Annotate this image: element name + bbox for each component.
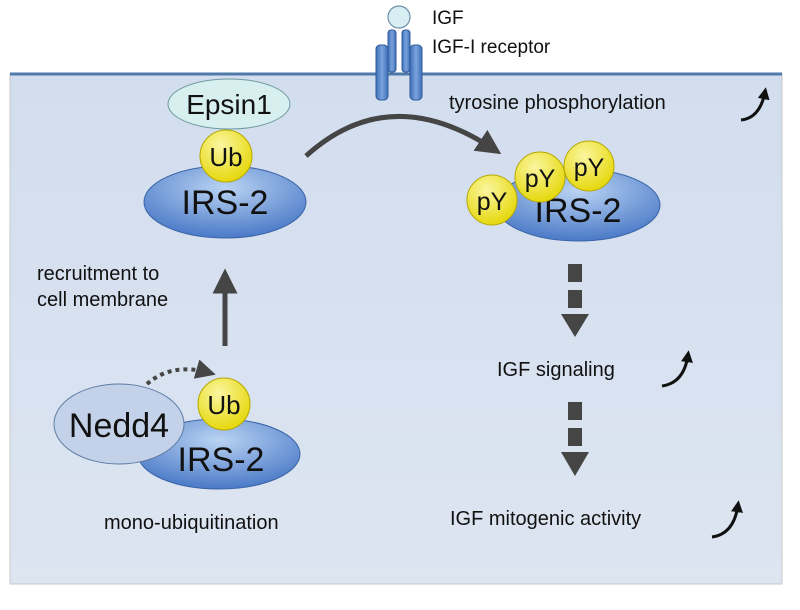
increase-arrow-icon: [711, 500, 743, 539]
epsin1-label: Epsin1: [186, 89, 272, 120]
irs2-top-label: IRS-2: [182, 184, 269, 222]
tyrosine-phosphorylation-label: tyrosine phosphorylation: [449, 92, 666, 114]
nedd4: [53, 383, 185, 465]
py-1-label: pY: [477, 188, 508, 216]
irs2-bottom-label: IRS-2: [178, 441, 265, 479]
ub-bottom: [197, 377, 251, 431]
py-3-label: pY: [574, 154, 605, 182]
increase-arrow-icon: [661, 350, 693, 388]
curved-arrow: [304, 113, 502, 158]
igf-receptor: [375, 5, 423, 101]
ubiquitination-dotted-arrow: [145, 359, 216, 386]
ub-bottom-label: Ub: [207, 390, 240, 420]
py-1: [466, 174, 518, 226]
ub-top-label: Ub: [209, 142, 242, 172]
igf-label: IGF: [432, 8, 464, 29]
recruitment-label-line2: cell membrane: [37, 289, 168, 311]
igf-ligand: [387, 5, 411, 29]
igf-signaling-label: IGF signaling: [497, 359, 615, 381]
mono-ubiquitination-label: mono-ubiquitination: [104, 512, 279, 534]
dashed-arrow-icon: [561, 264, 589, 337]
receptor-label: IGF-I receptor: [432, 37, 551, 58]
cell-cytoplasm: [9, 73, 783, 585]
epsin1: [167, 78, 291, 130]
igf-mitogenic-activity-label: IGF mitogenic activity: [450, 508, 641, 530]
dashed-arrow-icon: [561, 402, 589, 476]
py-3: [563, 140, 615, 192]
py-2: [514, 151, 566, 203]
recruitment-label-line1: recruitment to: [37, 263, 159, 285]
ub-top: [199, 129, 253, 183]
nedd4-label: Nedd4: [69, 407, 169, 445]
py-2-label: pY: [525, 165, 556, 193]
increase-arrow-icon: [740, 87, 770, 122]
